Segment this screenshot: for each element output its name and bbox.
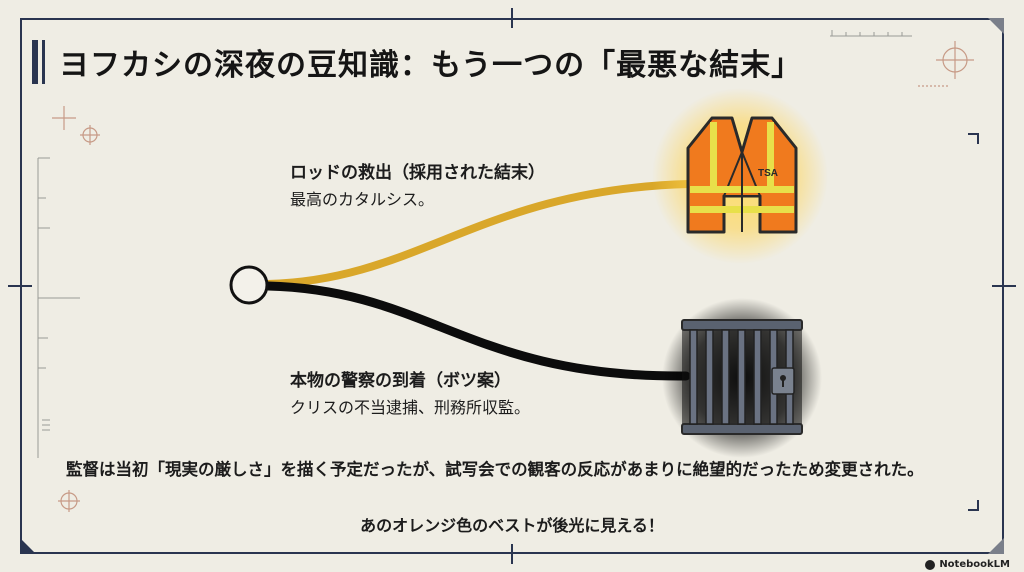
left-ruler bbox=[37, 157, 80, 458]
jail-cell-icon bbox=[681, 319, 803, 435]
page-title: ヨフカシの深夜の豆知識：もう一つの「最悪な結末」 bbox=[59, 48, 803, 83]
frame-tick bbox=[511, 544, 513, 564]
director-note: 監督は当初「現実の厳しさ」を描く予定だったが、試写会での観客の反応があまりに絶望… bbox=[66, 460, 924, 479]
frame-tick bbox=[8, 285, 32, 287]
highlight-caption: あのオレンジ色のベストが後光に見える！ bbox=[360, 516, 664, 535]
title-block: ヨフカシの深夜の豆知識：もう一つの「最悪な結末」 bbox=[32, 40, 802, 84]
vest-label: TSA bbox=[758, 168, 778, 179]
frame-tick bbox=[511, 8, 513, 28]
crosshair-icon bbox=[918, 41, 974, 87]
branch-origin-node bbox=[229, 265, 269, 305]
rescue-branch-title: ロッドの救出（採用された結末） bbox=[290, 163, 545, 183]
corner-marker bbox=[988, 18, 1004, 34]
notebooklm-icon bbox=[925, 559, 936, 570]
brand-label: NotebookLM bbox=[939, 559, 1010, 570]
crosshair-icon bbox=[58, 490, 80, 512]
safety-vest-icon: TSA bbox=[686, 116, 798, 234]
corner-bracket bbox=[968, 133, 979, 511]
brand-watermark: NotebookLM bbox=[925, 559, 1010, 570]
rescue-branch-subtitle: 最高のカタルシス。 bbox=[290, 190, 435, 209]
title-accent-bar bbox=[32, 40, 38, 84]
police-branch-subtitle: クリスの不当逮捕、刑務所収監。 bbox=[290, 398, 531, 417]
crosshair-icon bbox=[52, 106, 100, 145]
rescue-branch-line bbox=[264, 180, 692, 288]
corner-marker bbox=[20, 538, 36, 554]
corner-marker bbox=[988, 538, 1004, 554]
police-branch-line bbox=[263, 281, 691, 381]
title-accent-bar bbox=[42, 40, 45, 84]
frame-tick bbox=[992, 285, 1016, 287]
top-ruler bbox=[830, 30, 912, 37]
police-branch-title: 本物の警察の到着（ボツ案） bbox=[290, 371, 511, 391]
